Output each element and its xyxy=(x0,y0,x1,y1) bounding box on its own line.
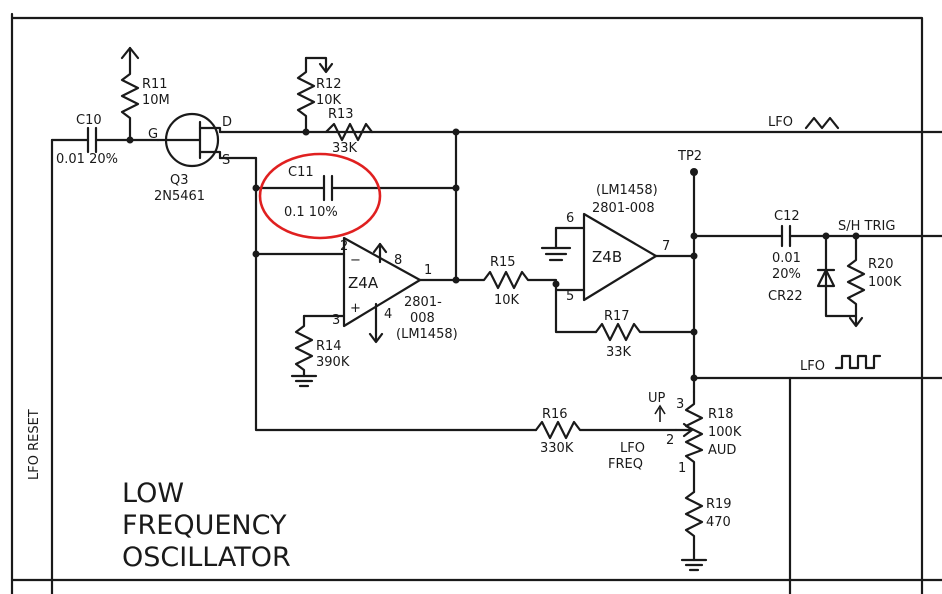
q3-name: Q3 xyxy=(170,173,189,188)
r19-name: R19 xyxy=(706,497,732,512)
r17-name: R17 xyxy=(604,309,630,324)
resistor-r15: R15 10K xyxy=(454,255,560,308)
resistor-r14: R14 390K xyxy=(290,314,350,388)
r18-pin3: 3 xyxy=(676,397,684,412)
frame-border xyxy=(10,12,942,594)
test-point-tp2: TP2 xyxy=(677,149,702,394)
c12-name: C12 xyxy=(774,209,800,224)
r11-value: 10M xyxy=(142,93,170,108)
tp2-label: TP2 xyxy=(677,149,702,164)
r14-name: R14 xyxy=(316,339,342,354)
r20-name: R20 xyxy=(868,257,894,272)
z4b-pin6: 6 xyxy=(566,211,574,226)
r14-value: 390K xyxy=(316,355,350,370)
resistor-r17: R17 33K xyxy=(594,309,698,360)
up-label: UP xyxy=(648,391,666,406)
capacitor-c11: C11 0.1 10% xyxy=(252,156,460,256)
r13-value: 33K xyxy=(332,141,358,156)
lfo-square-output: LFO xyxy=(690,354,942,594)
lfo-reset-line: LFO RESET xyxy=(27,138,90,594)
r17-value: 33K xyxy=(606,345,632,360)
opamp-z4a: 2 3 8 4 1 − + Z4A 2801- 008 (LM1458) xyxy=(252,236,460,344)
capacitor-c12: C12 0.01 20% xyxy=(690,209,942,282)
c11-name: C11 xyxy=(288,165,314,180)
z4a-pin3: 3 xyxy=(332,313,340,328)
z4a-minus: − xyxy=(350,253,361,268)
lfo-triangle-label: LFO xyxy=(768,115,793,130)
r16-value: 330K xyxy=(540,441,574,456)
lfo-triangle-output: LFO xyxy=(454,115,942,134)
q3-g-label: G xyxy=(148,127,158,142)
square-wave-icon xyxy=(834,354,882,370)
opamp-z4b: 6 5 7 Z4B (LM1458) 2801-008 xyxy=(540,183,698,334)
z4a-pin8: 8 xyxy=(394,253,402,268)
c10-name: C10 xyxy=(76,113,102,128)
r11-name: R11 xyxy=(142,77,168,92)
r12-name: R12 xyxy=(316,77,342,92)
z4b-part-line2: 2801-008 xyxy=(592,201,655,216)
title-line-2: FREQUENCY xyxy=(122,510,287,541)
q3-part: 2N5461 xyxy=(154,189,205,204)
resistor-r19: R19 470 xyxy=(680,490,732,572)
r18-name: R18 xyxy=(708,407,734,422)
z4a-part-line3: (LM1458) xyxy=(396,327,458,342)
title-line-1: LOW xyxy=(122,478,184,509)
r18-pin1: 1 xyxy=(678,461,686,476)
r19-value: 470 xyxy=(706,515,731,530)
z4a-name: Z4A xyxy=(348,274,379,292)
c11-value: 0.1 10% xyxy=(284,205,338,220)
lfo-freq-label-1: LFO xyxy=(620,441,645,456)
resistor-r11: R11 10M xyxy=(120,46,170,144)
z4b-name: Z4B xyxy=(592,248,622,266)
cr22-label: CR22 xyxy=(768,289,803,304)
r18-value: 100K xyxy=(708,425,742,440)
z4b-pin5: 5 xyxy=(566,289,574,304)
highlight-circle xyxy=(258,152,382,240)
r18-pin2: 2 xyxy=(666,433,674,448)
lfo-freq-label-2: FREQ xyxy=(608,457,643,472)
potentiometer-r18: UP LFO FREQ 3 2 1 R18 100K AUD xyxy=(608,390,742,494)
resistor-r20: S/H TRIG R20 100K xyxy=(838,219,902,328)
c12-value-1: 0.01 xyxy=(772,251,801,266)
r18-taper: AUD xyxy=(708,443,736,458)
transistor-q3: G D S Q3 2N5461 xyxy=(148,112,458,204)
resistor-r16: R16 330K xyxy=(254,252,678,456)
c12-value-2: 20% xyxy=(772,267,801,282)
title-line-3: OSCILLATOR xyxy=(122,542,291,573)
resistor-r12: R12 10K xyxy=(296,56,342,136)
triangle-wave-icon xyxy=(804,116,840,130)
z4b-part-line1: (LM1458) xyxy=(596,183,658,198)
diagram-title: LOW FREQUENCY OSCILLATOR xyxy=(122,478,291,573)
q3-d-label: D xyxy=(222,115,232,130)
q3-s-label: S xyxy=(222,153,230,168)
z4a-pin4: 4 xyxy=(384,307,392,322)
c10-value: 0.01 20% xyxy=(56,152,118,167)
z4a-part-line1: 2801- xyxy=(404,295,442,310)
z4a-pin1: 1 xyxy=(424,263,432,278)
r13-name: R13 xyxy=(328,107,354,122)
sh-trig-label: S/H TRIG xyxy=(838,219,895,234)
z4a-pin2: 2 xyxy=(340,239,348,254)
r12-value: 10K xyxy=(316,93,342,108)
r15-name: R15 xyxy=(490,255,516,270)
resistor-r13: R13 33K xyxy=(324,107,374,156)
r15-value: 10K xyxy=(494,293,520,308)
z4b-pin7: 7 xyxy=(662,239,670,254)
z4a-plus: + xyxy=(350,301,361,316)
r16-name: R16 xyxy=(542,407,568,422)
lfo-reset-label: LFO RESET xyxy=(27,409,42,480)
r20-value: 100K xyxy=(868,275,902,290)
diode-cr22: CR22 xyxy=(768,232,858,318)
z4a-part-line2: 008 xyxy=(410,311,435,326)
lfo-square-label: LFO xyxy=(800,359,825,374)
